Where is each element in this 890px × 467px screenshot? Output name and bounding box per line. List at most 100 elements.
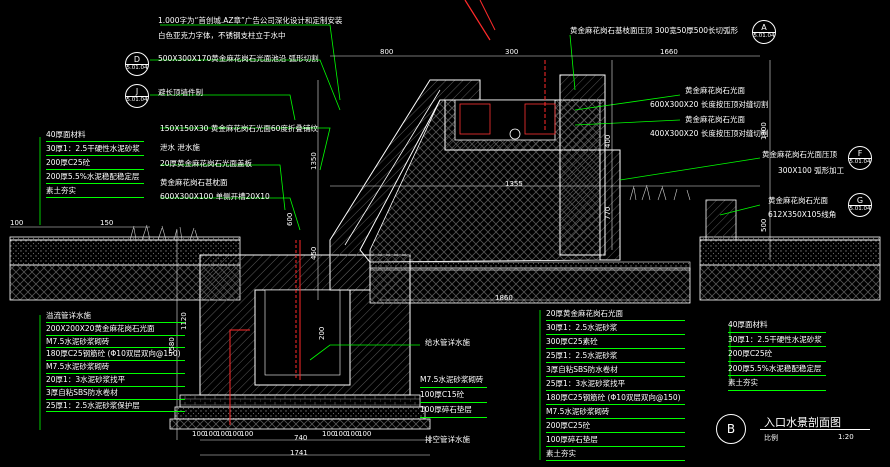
note-pipe-out: 排空管详水施 [425,435,470,444]
note-pipe-in: 给水管详水施 [425,338,470,347]
note-stone4: 600X300X100 单侧开槽20X10 [160,192,270,201]
dim-1355: 1355 [505,180,523,188]
vegetation [129,184,691,241]
left-bottom-list: 溢流管详水施 200X200X20黄金麻花岗石光面 M7.5水泥砂浆砌砖 180… [46,310,185,413]
dim-1660: 1660 [660,48,678,56]
detail-bubble-d[interactable]: D 5.01.04 [125,52,149,76]
bottom-dim: 100 [204,430,218,438]
note-right9: 612X350X105线角 [768,210,837,219]
center-material-item: 180厚C25钢筋砼 (Φ10双层双向@150) [546,391,685,405]
left-material-list: 40厚面材料 30厚1：2.5干硬性水泥砂浆 200厚C25砼 200厚5.5%… [46,128,144,198]
bubble-f-sheet: 5.01.04 [849,159,871,165]
section-letter: B [726,422,736,436]
scale-label: 比例 [764,434,778,442]
dim-400: 400 [604,134,612,148]
left-bottom-item: 200X200X20黄金麻花岗石光面 [46,323,185,336]
bottom-dim: 100 [228,430,242,438]
dim-1860: 1860 [495,294,513,302]
right-material-item: 30厚1：2.5干硬性水泥砂浆 [728,333,826,347]
bottom-dim [252,430,322,438]
right-ground [699,199,881,301]
bottom-dim: 100 [216,430,230,438]
center-mid-item: 100厚C15砼 [420,388,488,403]
bubble-f-letter: F [857,149,863,158]
center-mid-item: 100厚碎石垫层 [420,403,488,418]
dim-300: 300 [505,48,519,56]
right-material-item: 200厚C25砼 [728,347,826,362]
bottom-dim: 100 [346,430,360,438]
dim-740: 740 [294,434,308,442]
center-material-item: 30厚1：2.5水泥砂浆 [546,321,685,335]
center-material-item: 100厚碎石垫层 [546,433,685,447]
center-material-item: M7.5水泥砂浆砌砖 [546,405,685,419]
dim-200: 200 [318,326,326,340]
detail-bubble-f[interactable]: F 5.01.04 [848,146,872,170]
left-bottom-item: 3厚自粘SBS防水卷材 [46,387,185,400]
note-stone2: 20厚黄金麻花岗石光面盖板 [160,159,253,168]
center-material-list: 20厚黄金麻花岗石光面 30厚1：2.5水泥砂浆 300厚C25素砼 25厚1：… [546,307,685,461]
note-right1: 黄金麻花岗石基枝面压顶 300宽50厚500长切弧形 [570,26,739,35]
center-material-item: 200厚C25砼 [546,419,685,433]
right-wall [595,74,621,261]
dim-1580: 1580 [168,337,176,355]
note-right6: 黄金麻花岗石光面压顶 [762,150,837,159]
center-mid-item: M7.5水泥砂浆砌砖 [420,373,488,388]
dim-600: 600 [286,212,294,226]
note-right2: 黄金麻花岗石光面 [685,86,745,95]
left-bottom-item: M7.5水泥砂浆砌砖 [46,336,185,349]
center-material-item: 300厚C25素砼 [546,335,685,349]
center-ground [369,261,691,304]
bottom-dim: 100 [322,430,336,438]
bubble-d-letter: D [133,55,141,64]
dim-1350: 1350 [310,152,318,170]
note-lamp: 泄水 泄水施 [160,143,200,152]
leader-lines [39,24,761,460]
detail-bubble-g[interactable]: G 5.01.04 [848,193,872,217]
right-material-item: 素土夯实 [728,376,826,391]
left-bottom-item: 20厚1：3水泥砂浆找平 [46,374,185,387]
note-logo-line2: 白色亚克力字体，不锈钢支柱立于水中 [158,31,286,40]
center-material-item: 素土夯实 [546,447,685,461]
right-material-item: 200厚5.5%水泥稳配稳定层 [728,362,826,376]
center-material-item: 25厚1：2.5水泥砂浆 [546,349,685,363]
dim-1300: 1300 [760,122,768,140]
bubble-g-sheet: 5.01.04 [849,206,871,212]
dim-770: 770 [604,206,612,220]
note-paving: 150X150X30 黄金麻花岗石光面60度折叠铺纹 [160,124,318,133]
note-stone3: 黄金麻花岗石甚枕面 [160,178,228,187]
detail-bubble-a[interactable]: A 5.01.04 [752,20,776,44]
note-right5: 400X300X20 长度按压顶对缝切割 [650,129,769,138]
bottom-dim: 100 [192,430,206,438]
dim-150-left: 150 [100,219,114,227]
bottom-dim: 100 [240,430,254,438]
note-right8: 黄金麻花岗石光面 [768,196,828,205]
bottom-dim: 100 [334,430,348,438]
left-material-item: 素土夯实 [46,184,144,198]
right-material-item: 40厚面材料 [728,318,826,333]
note-logo-line1: 1.000字为“首创城.AZ章”广告公司深化设计和定制安装 [158,16,343,25]
title-underline [760,429,870,430]
dim-450: 450 [310,246,318,260]
scale-value: 1:20 [838,433,854,441]
right-material-list: 40厚面材料 30厚1：2.5干硬性水泥砂浆 200厚C25砼 200厚5.5%… [728,318,826,391]
bubble-a-letter: A [761,23,767,32]
note-right7: 300X100 弧形加工 [778,166,845,175]
center-material-item: 25厚1：3水泥砂浆找平 [546,377,685,391]
note-right3: 600X300X20 长度按压顶对缝切割 [650,100,769,109]
pipes [229,0,546,425]
section-symbol: B [716,414,746,444]
dimension-lines [10,55,771,456]
dim-1120: 1120 [180,312,188,330]
bottom-dimension-row: 100 100 100 100 100 100 100 100 100 [192,430,371,438]
drawing-title: 入口水景剖面图 [764,416,841,429]
detail-bubble-j[interactable]: J 5.01.04 [125,84,149,108]
note-right4: 黄金麻花岗石光面 [685,115,745,124]
bubble-g-letter: G [856,196,864,205]
center-mid-list: M7.5水泥砂浆砌砖 100厚C15砼 100厚碎石垫层 [420,373,488,418]
left-bottom-item: 25厚1：2.5水泥砂浆保护层 [46,400,185,413]
left-material-item: 200厚C25砼 [46,156,144,170]
bubble-j-sheet: 5.01.04 [126,97,148,103]
left-material-item: 200厚5.5%水泥稳配稳定层 [46,170,144,184]
